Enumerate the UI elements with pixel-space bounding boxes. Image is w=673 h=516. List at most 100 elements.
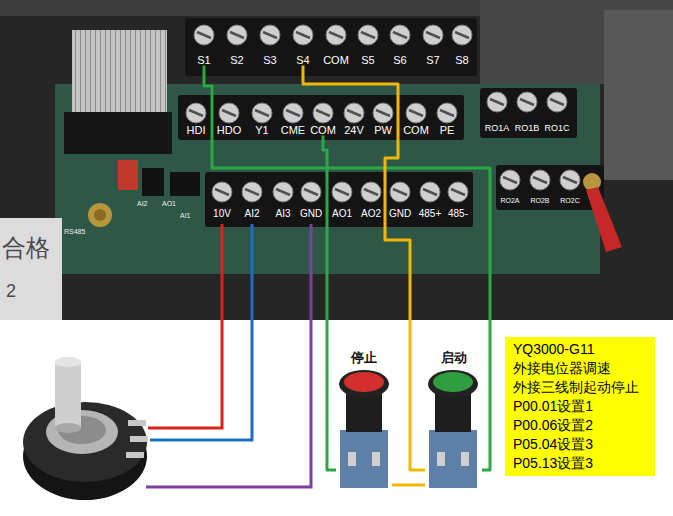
terminal-label: S5 — [361, 55, 374, 66]
sticker-text: 2 — [6, 282, 16, 300]
start-button — [428, 370, 478, 488]
terminal: AO2 — [360, 209, 382, 219]
terminal-label: CME — [281, 125, 305, 136]
board-silkscreen: AI1 — [180, 212, 191, 219]
terminal-label: AO1 — [332, 209, 352, 219]
terminal-label: 485+ — [419, 209, 442, 219]
terminal-label: S2 — [230, 55, 243, 66]
terminal: CME — [280, 125, 306, 136]
wire — [392, 484, 425, 487]
terminal-label: S1 — [197, 55, 210, 66]
terminal: S5 — [360, 55, 375, 66]
terminal: 10V — [212, 209, 232, 219]
terminal-label: HDO — [217, 125, 241, 136]
terminal: S2 — [229, 55, 244, 66]
terminal-label: AI3 — [275, 209, 290, 219]
terminal: COM — [322, 55, 350, 66]
terminal-label: COM — [403, 125, 429, 136]
note-line: P00.06设置2 — [513, 416, 647, 435]
terminal-label: RO2B — [530, 197, 549, 204]
terminal-strip — [178, 95, 464, 140]
terminal: PW — [373, 125, 393, 136]
terminal: RO2C — [559, 197, 580, 204]
terminal-label: COM — [310, 125, 336, 136]
terminal: S6 — [392, 55, 407, 66]
board-silkscreen: AO1 — [162, 200, 176, 207]
terminal: Y1 — [254, 125, 269, 136]
board-silkscreen: AI2 — [137, 200, 148, 207]
push-button: 停止 — [336, 350, 392, 495]
sticker-text: 合格 — [2, 236, 50, 260]
terminal-label: S7 — [426, 55, 439, 66]
terminal-strip — [205, 172, 473, 227]
stop-button — [339, 370, 389, 488]
button-label: 启动 — [425, 350, 482, 365]
wire — [148, 224, 222, 428]
note-line: P00.01设置1 — [513, 397, 647, 416]
terminal-label: GND — [300, 209, 322, 219]
terminal-label: S4 — [296, 55, 309, 66]
terminal: RO1B — [514, 124, 541, 133]
wire — [323, 136, 336, 471]
terminal-label: AO2 — [361, 209, 381, 219]
terminal-label: S8 — [455, 55, 468, 66]
jumper — [118, 160, 138, 190]
terminal-screws — [186, 25, 580, 202]
terminal: AO1 — [331, 209, 353, 219]
jumper-header — [142, 168, 164, 196]
housing-panel — [604, 10, 673, 180]
terminal: HDO — [216, 125, 242, 136]
terminal-label: S3 — [263, 55, 276, 66]
terminal-strip — [496, 165, 604, 210]
push-button: 启动 — [425, 350, 482, 495]
terminal-strip — [185, 18, 477, 76]
button-label: 停止 — [336, 350, 392, 365]
terminal-label: 485- — [448, 209, 468, 219]
terminal: S7 — [425, 55, 440, 66]
terminal: S4 — [295, 55, 310, 66]
terminal-label: RO1B — [515, 124, 540, 133]
ring-lug — [586, 187, 622, 252]
terminal: RO1C — [543, 124, 570, 133]
board-silkscreen: RS485 — [64, 228, 85, 235]
terminal-label: 24V — [344, 125, 364, 136]
terminal: GND — [299, 209, 323, 219]
wire — [146, 224, 311, 487]
note-line: 外接三线制起动停止 — [513, 378, 647, 397]
terminal-label: COM — [323, 55, 349, 66]
terminal-label: GND — [389, 209, 411, 219]
note-line: P05.04设置3 — [513, 435, 647, 454]
terminal: HDI — [186, 125, 207, 136]
note-line: 外接电位器调速 — [513, 359, 647, 378]
terminal-label: RO2C — [560, 197, 579, 204]
terminal: AI2 — [243, 209, 260, 219]
note-line: P05.13设置3 — [513, 454, 647, 473]
terminal: PE — [439, 125, 456, 136]
terminal-label: PW — [374, 125, 392, 136]
terminal-label: S6 — [393, 55, 406, 66]
terminal: COM — [402, 125, 430, 136]
terminal: S3 — [262, 55, 277, 66]
terminal: 485+ — [418, 209, 443, 219]
terminal: GND — [388, 209, 412, 219]
terminal-label: HDI — [187, 125, 206, 136]
terminal: RO2A — [499, 197, 520, 204]
potentiometer — [23, 357, 148, 500]
note-line: YQ3000-G11 — [513, 340, 647, 359]
terminal: COM — [309, 125, 337, 136]
note-box: YQ3000-G11外接电位器调速外接三线制起动停止P00.01设置1P00.0… — [505, 337, 655, 476]
terminal: 485- — [447, 209, 469, 219]
terminal: S8 — [454, 55, 469, 66]
ribbon-cable — [72, 30, 167, 120]
terminal: 24V — [343, 125, 365, 136]
wire — [204, 66, 490, 471]
terminal: RO2B — [529, 197, 550, 204]
terminal: S1 — [196, 55, 211, 66]
ground-screw — [94, 209, 106, 221]
terminal-label: Y1 — [255, 125, 268, 136]
wire — [150, 224, 252, 440]
terminal-label: AI2 — [244, 209, 259, 219]
ribbon-connector — [64, 112, 172, 154]
ground-screw — [88, 203, 112, 227]
